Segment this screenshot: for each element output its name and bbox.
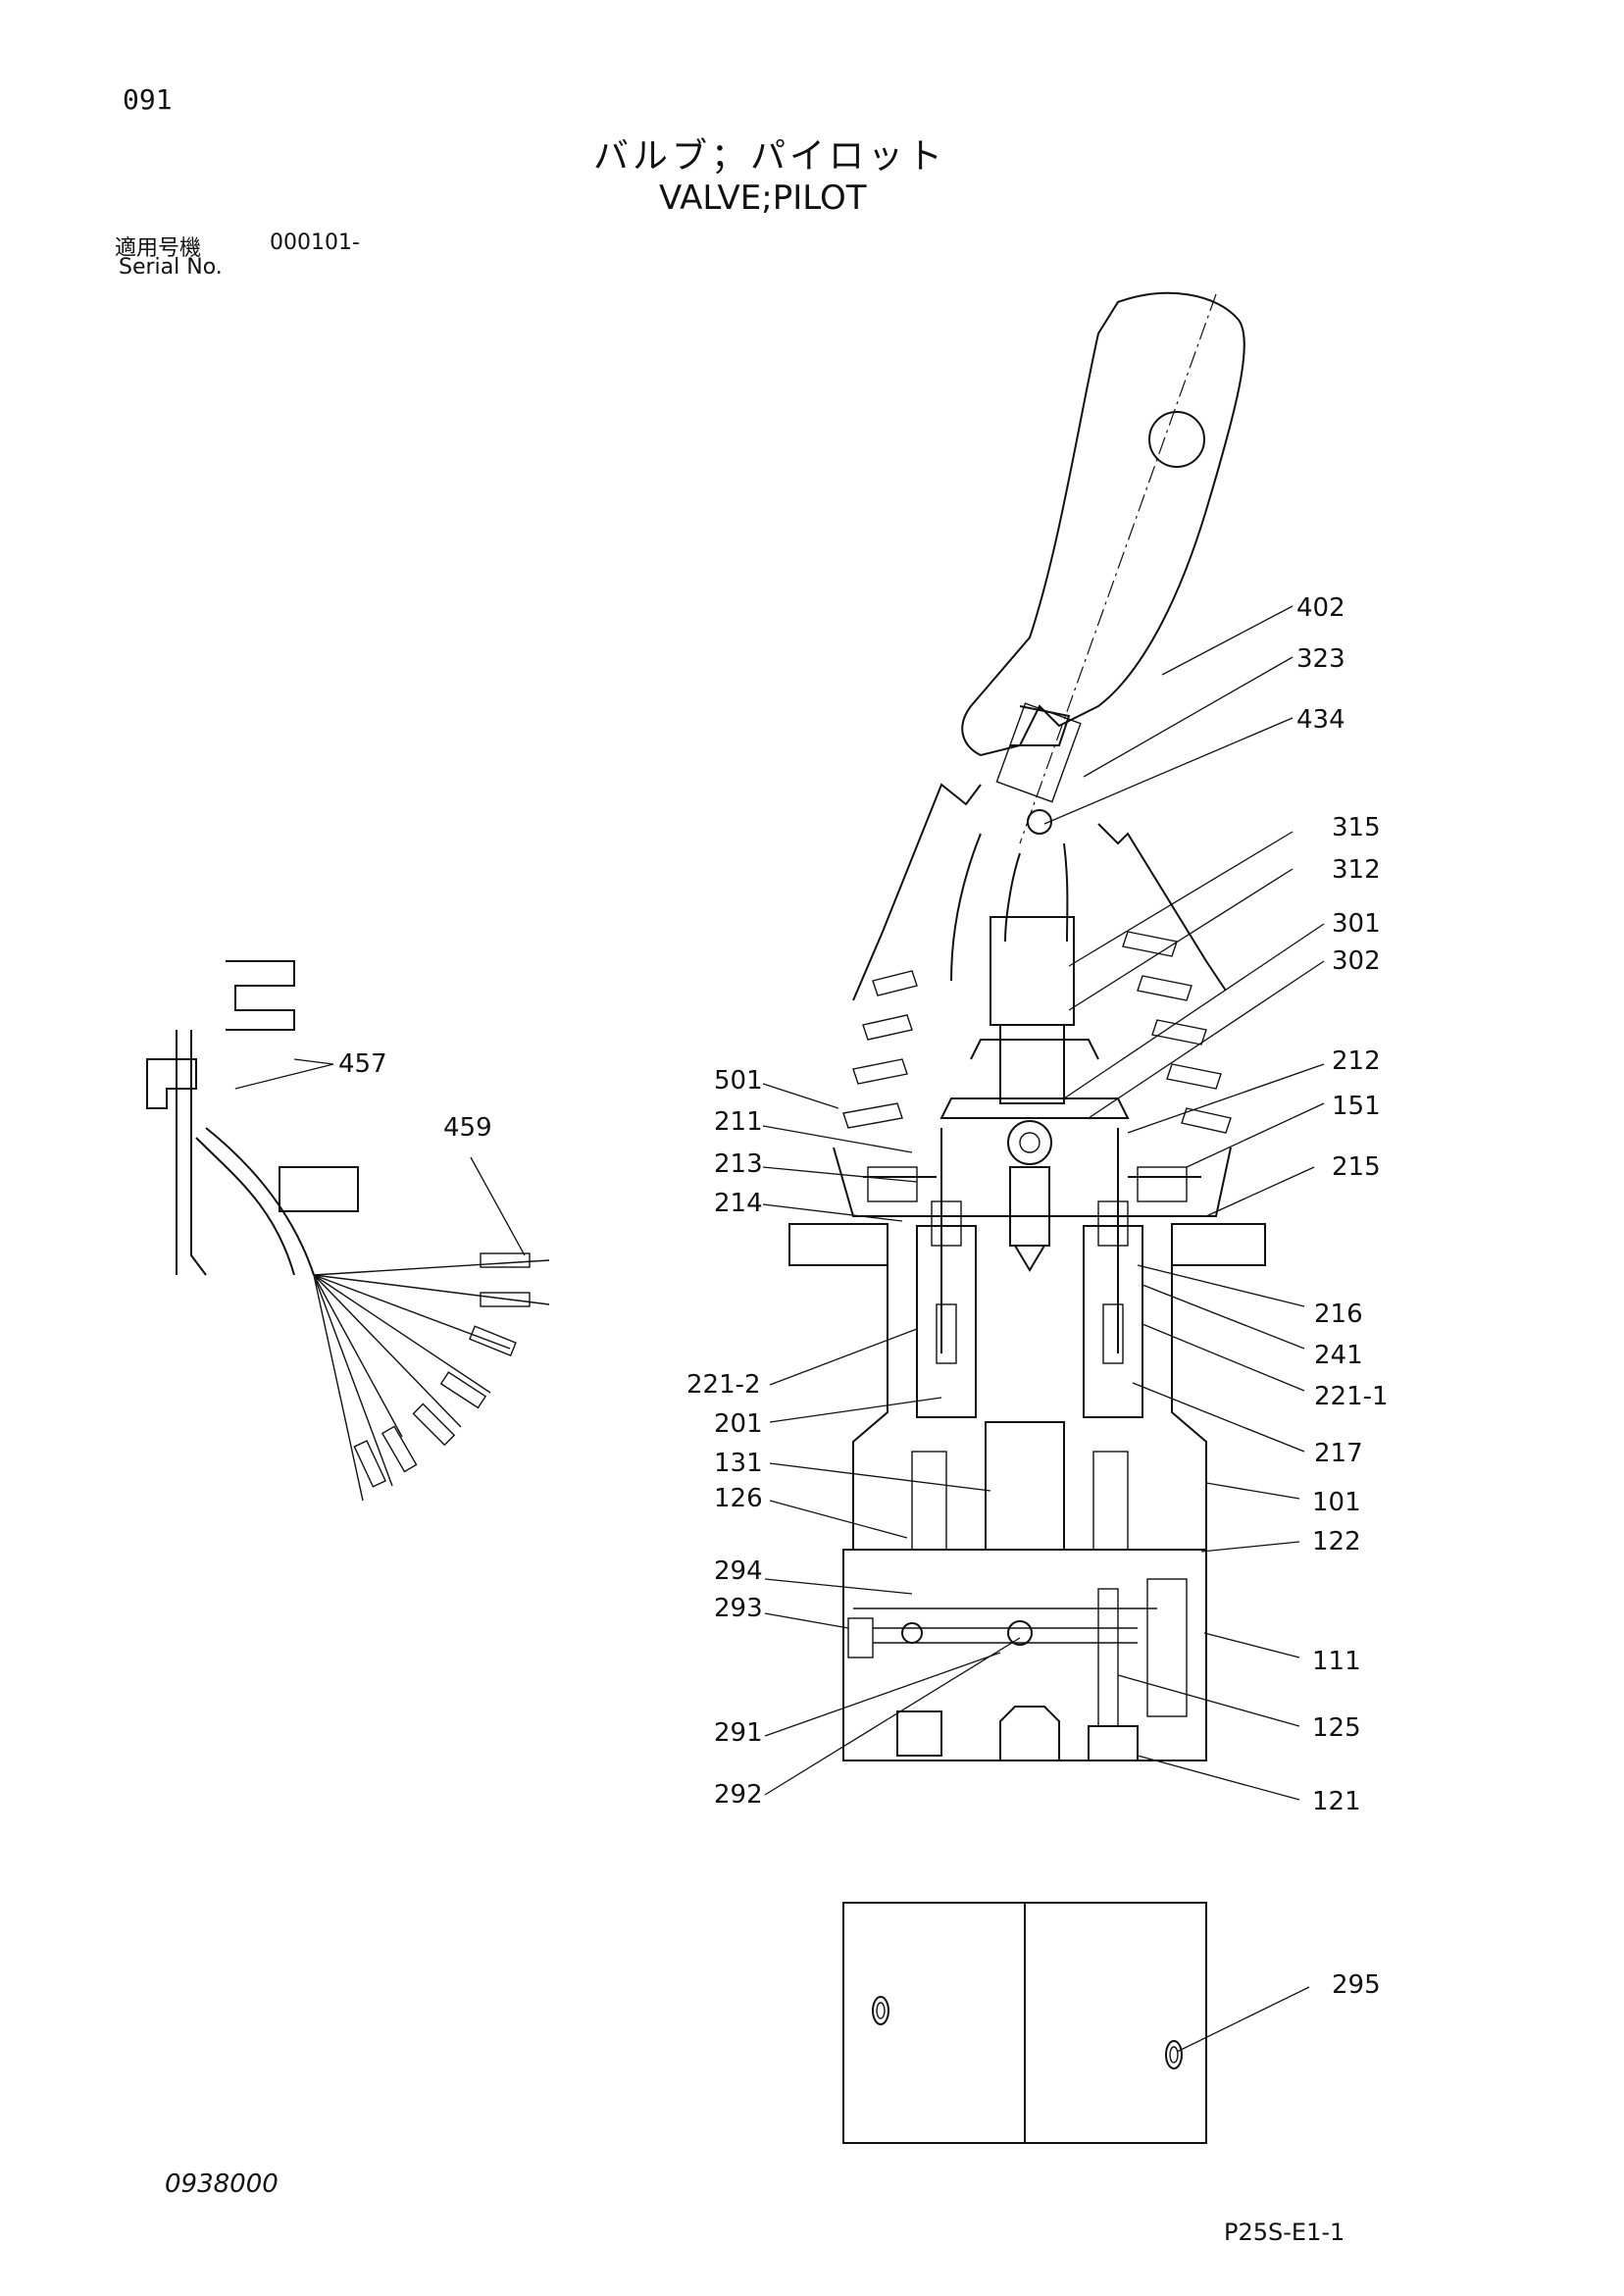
part-label-301: 301 <box>1332 909 1381 939</box>
part-label-216: 216 <box>1314 1300 1363 1329</box>
part-labels: 402 323 434 315 312 301 302 212 151 215 … <box>338 593 1389 2000</box>
serial-label-english: Serial No. <box>119 255 223 280</box>
serial-value: 000101- <box>270 230 360 255</box>
part-label-501: 501 <box>714 1066 763 1096</box>
part-label-213: 213 <box>714 1149 763 1179</box>
part-label-291: 291 <box>714 1718 763 1748</box>
part-label-214: 214 <box>714 1189 763 1218</box>
part-label-121: 121 <box>1312 1787 1361 1816</box>
part-label-293: 293 <box>714 1594 763 1623</box>
lower-body-drawing <box>842 1549 1207 1761</box>
part-label-151: 151 <box>1332 1092 1381 1121</box>
part-label-402: 402 <box>1296 593 1345 623</box>
part-label-111: 111 <box>1312 1647 1361 1676</box>
page-number: 091 <box>123 83 173 116</box>
leader-lines <box>234 605 1325 2053</box>
part-label-312: 312 <box>1332 855 1381 885</box>
part-label-217: 217 <box>1314 1439 1363 1468</box>
harness-drawing <box>146 960 550 1502</box>
part-label-125: 125 <box>1312 1713 1361 1743</box>
part-label-131: 131 <box>714 1449 763 1478</box>
part-label-302: 302 <box>1332 946 1381 976</box>
part-label-294: 294 <box>714 1556 763 1586</box>
part-label-126: 126 <box>714 1484 763 1513</box>
part-label-212: 212 <box>1332 1046 1381 1076</box>
part-label-323: 323 <box>1296 644 1345 674</box>
document-number: 0938000 <box>165 2169 279 2199</box>
upper-body-drawing <box>788 916 1266 1551</box>
part-label-221-2: 221-2 <box>686 1370 761 1400</box>
part-label-211: 211 <box>714 1107 763 1137</box>
lever-handle-drawing <box>852 291 1245 1001</box>
part-label-292: 292 <box>714 1780 763 1810</box>
part-label-201: 201 <box>714 1409 763 1439</box>
title-english: VALVE;PILOT <box>659 179 867 218</box>
part-label-295: 295 <box>1332 1970 1381 2000</box>
serial-label-japanese: 適用号機 <box>115 236 202 261</box>
part-label-215: 215 <box>1332 1152 1381 1182</box>
part-label-315: 315 <box>1332 813 1381 842</box>
part-label-459: 459 <box>443 1113 492 1143</box>
base-plate-drawing <box>842 1902 1207 2144</box>
part-label-221-1: 221-1 <box>1314 1382 1389 1411</box>
part-label-122: 122 <box>1312 1527 1361 1556</box>
part-label-457: 457 <box>338 1049 387 1079</box>
part-label-434: 434 <box>1296 705 1345 735</box>
boot-bellows-drawing <box>833 931 1232 1217</box>
part-label-101: 101 <box>1312 1488 1361 1517</box>
title-japanese: バルブ；パイロット <box>593 136 947 177</box>
part-label-241: 241 <box>1314 1341 1363 1370</box>
sheet-code: P25S-E1-1 <box>1224 2219 1345 2246</box>
